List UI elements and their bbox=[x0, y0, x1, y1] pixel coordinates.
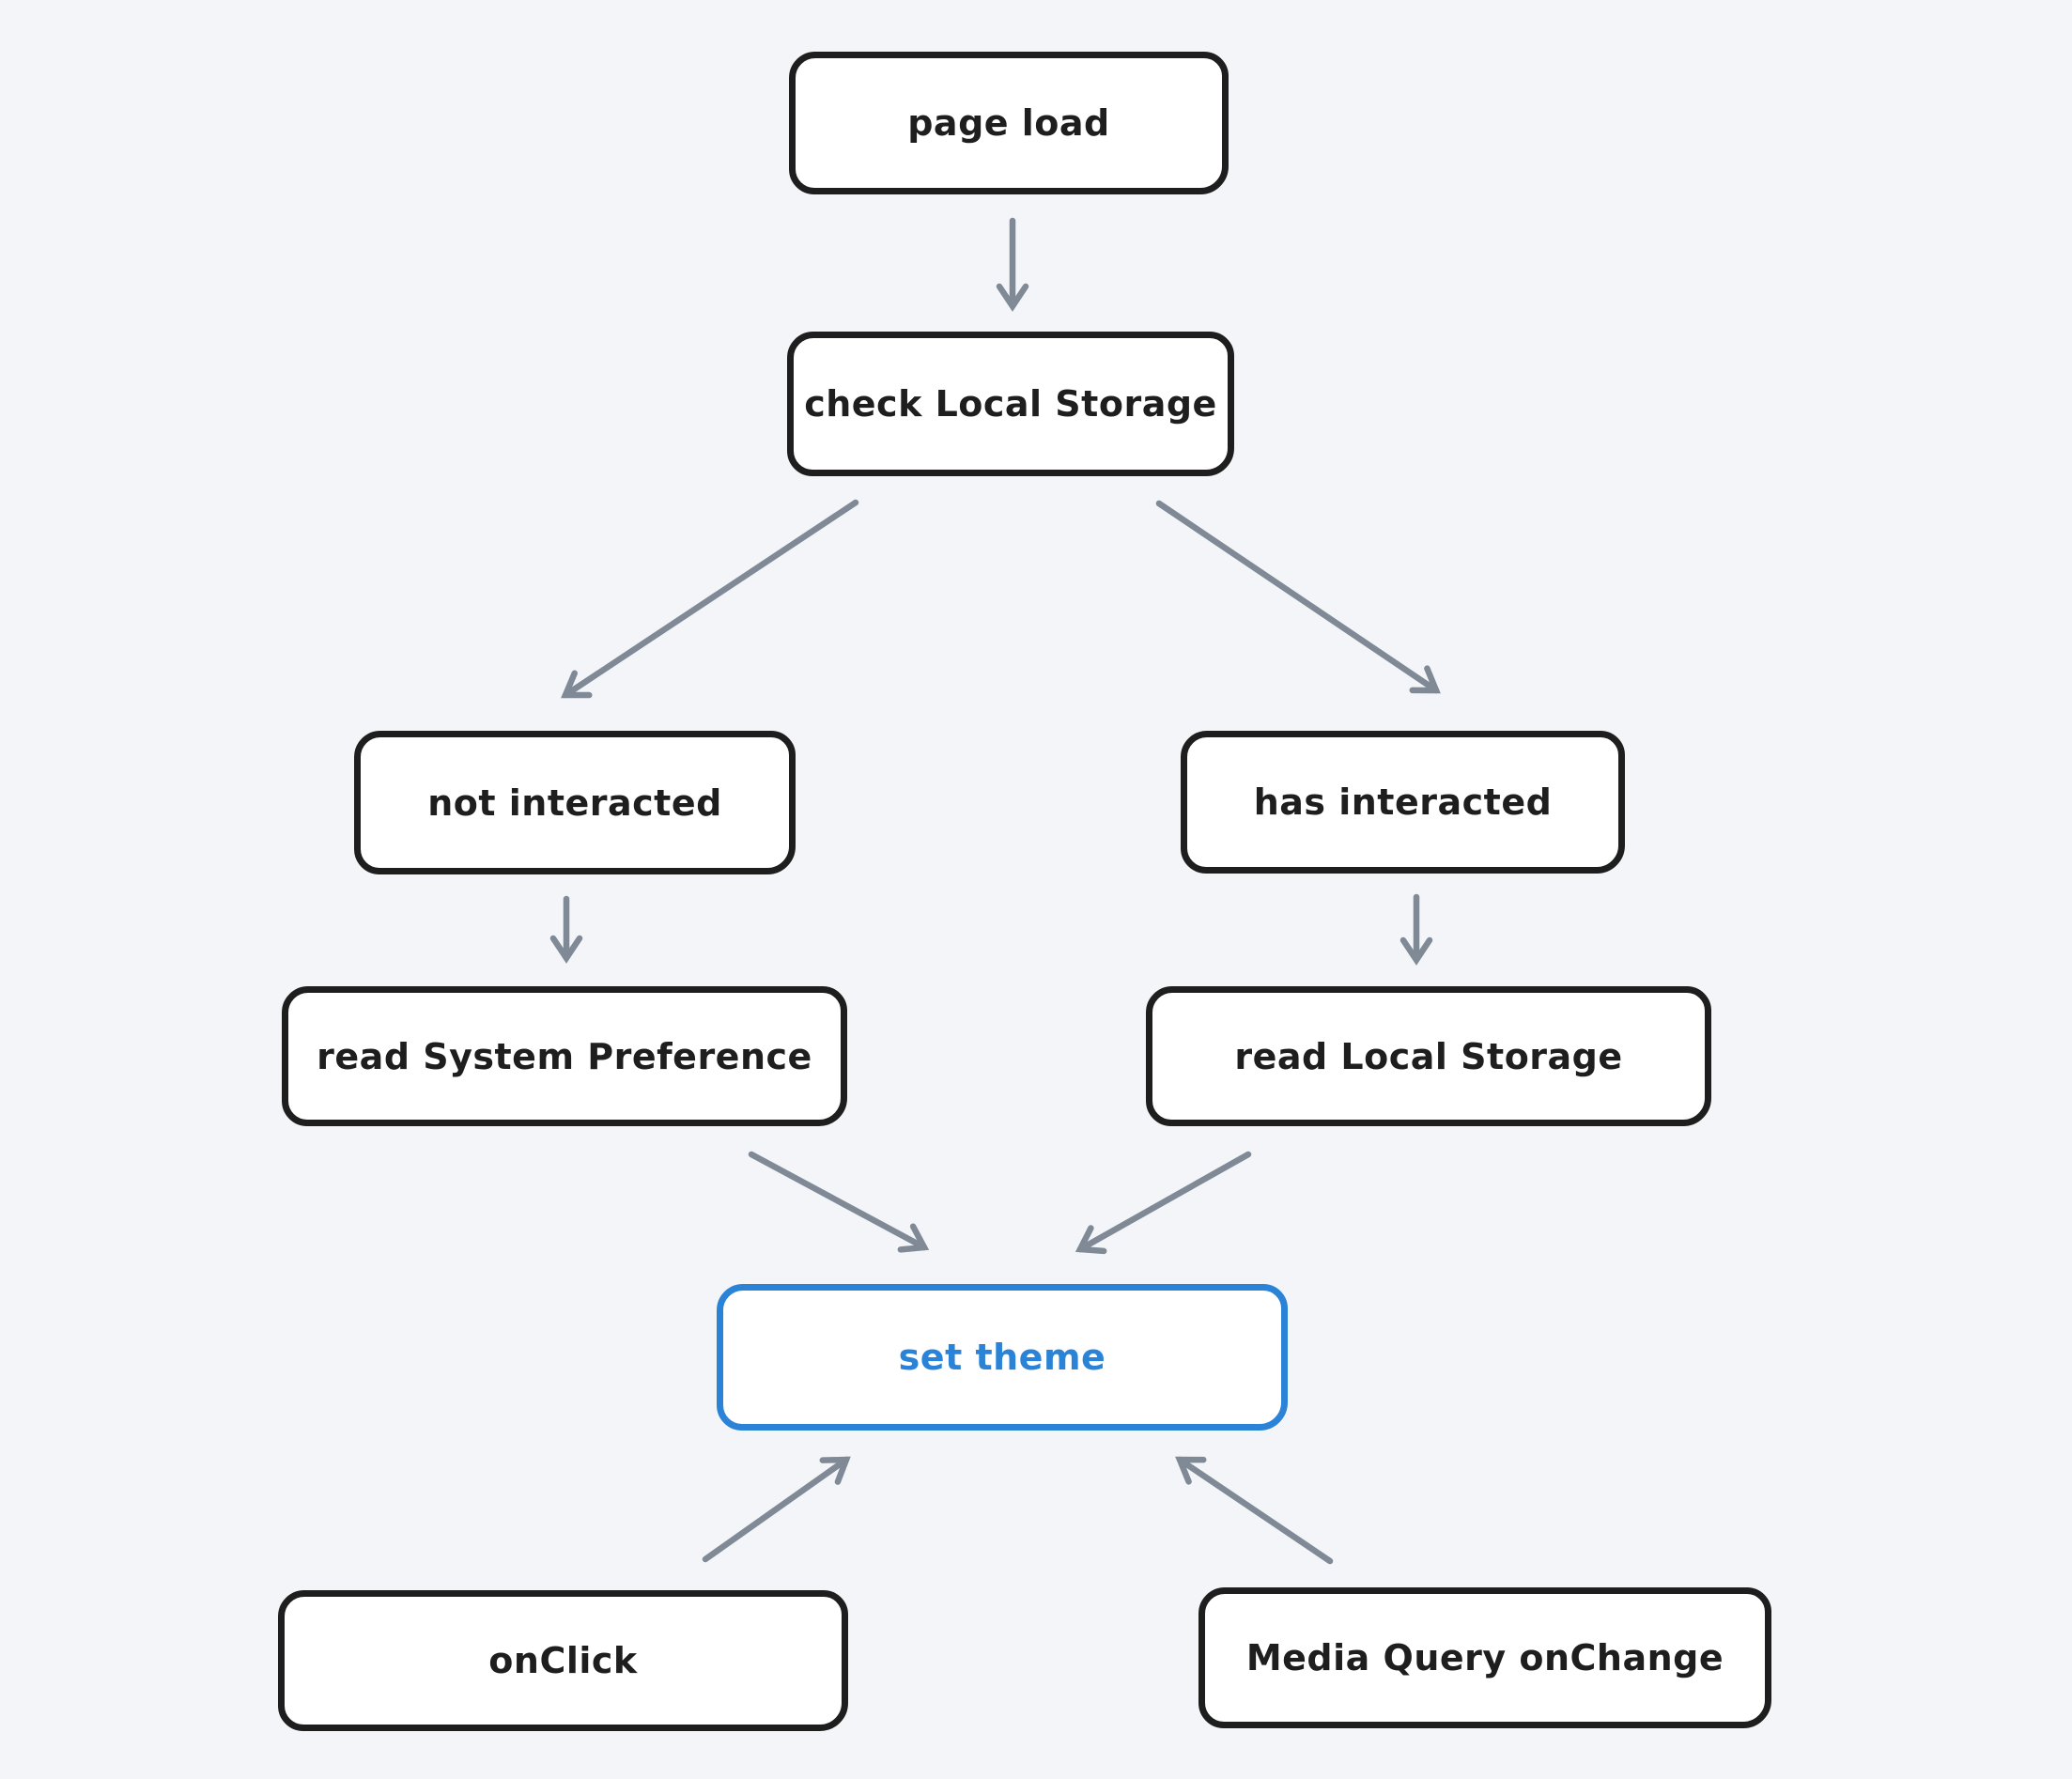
node-read-system-preference: read System Preference bbox=[282, 986, 847, 1126]
node-onclick: onClick bbox=[278, 1590, 848, 1731]
node-set-theme: set theme bbox=[717, 1284, 1288, 1431]
edge-mediaqueryonchange-to-settheme-arrow bbox=[1175, 1456, 1334, 1565]
node-page-load: page load bbox=[789, 52, 1229, 194]
edge-checklocalstorage-to-notinteracted-arrow bbox=[561, 499, 859, 699]
edge-readsystempreference-to-settheme-arrow bbox=[748, 1151, 930, 1253]
node-media-query-onchange: Media Query onChange bbox=[1198, 1587, 1771, 1728]
node-not-interacted-label: not interacted bbox=[427, 781, 722, 824]
node-onclick-label: onClick bbox=[488, 1640, 638, 1681]
node-media-query-onchange-label: Media Query onChange bbox=[1245, 1637, 1724, 1678]
node-check-local-storage: check Local Storage bbox=[787, 332, 1234, 476]
node-not-interacted: not interacted bbox=[354, 731, 796, 874]
node-check-local-storage-label: check Local Storage bbox=[804, 383, 1217, 425]
node-read-system-preference-label: read System Preference bbox=[317, 1035, 812, 1077]
node-set-theme-label: set theme bbox=[898, 1337, 1106, 1378]
node-has-interacted-label: has interacted bbox=[1253, 781, 1553, 823]
node-has-interacted: has interacted bbox=[1181, 731, 1625, 874]
edge-readlocalstorage-to-settheme-arrow bbox=[1075, 1151, 1252, 1255]
node-read-local-storage: read Local Storage bbox=[1146, 986, 1711, 1126]
edge-checklocalstorage-to-hasinteracted-arrow bbox=[1155, 500, 1441, 694]
node-read-local-storage-label: read Local Storage bbox=[1234, 1035, 1623, 1077]
edge-onclick-to-settheme-arrow bbox=[702, 1456, 851, 1563]
node-page-load-label: page load bbox=[907, 102, 1110, 144]
